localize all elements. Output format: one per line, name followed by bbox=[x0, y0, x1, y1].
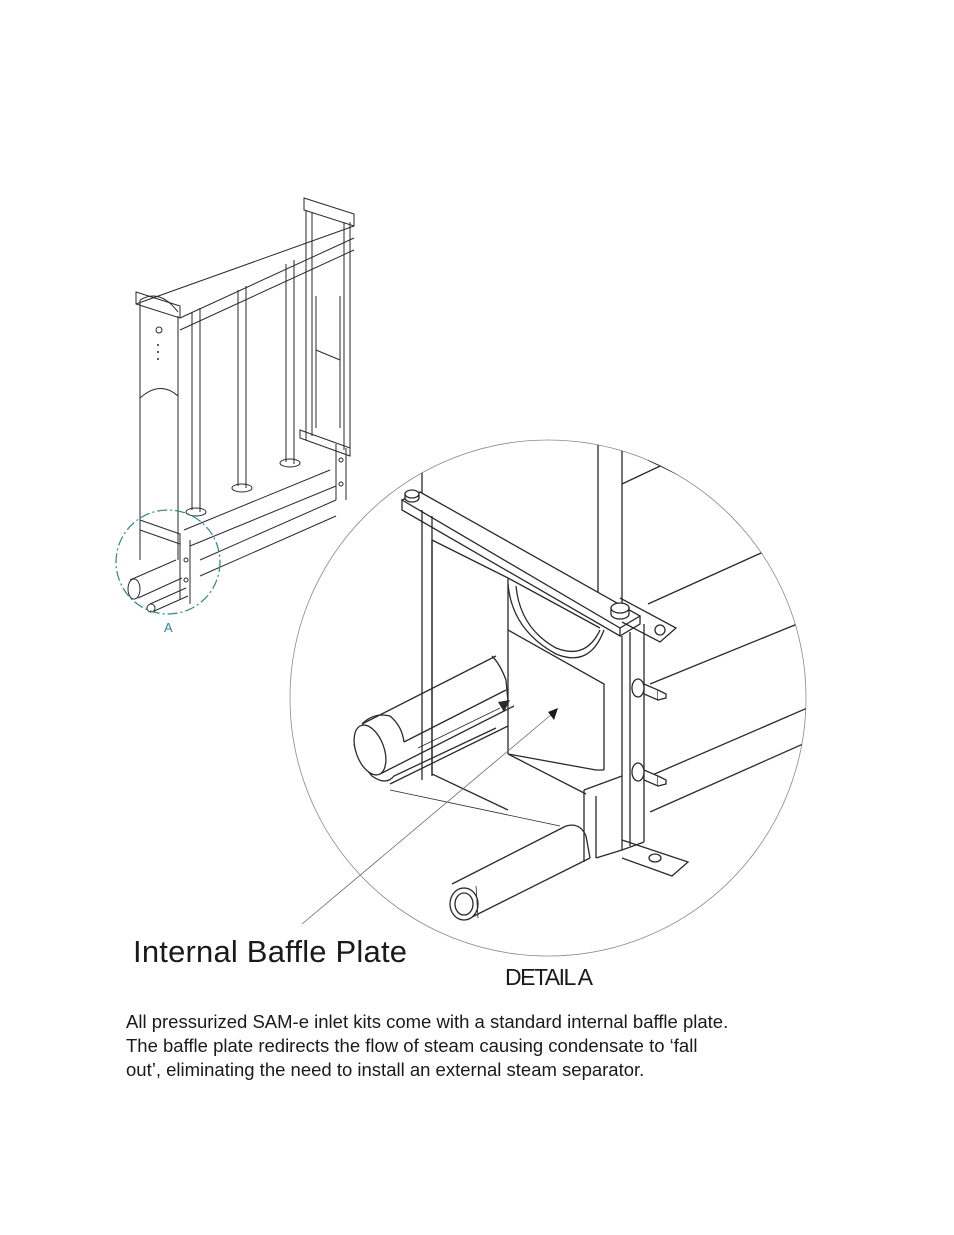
baffle-arrowhead bbox=[548, 708, 558, 720]
detail-a-view bbox=[289, 439, 807, 957]
description-line-3: out’, eliminating the need to install an… bbox=[126, 1059, 645, 1080]
detail-marker-circle bbox=[115, 509, 221, 615]
detail-circle-outline bbox=[289, 439, 807, 957]
description-text: All pressurized SAM-e inlet kits come wi… bbox=[126, 1010, 826, 1082]
baffle-arrow-line bbox=[301, 713, 553, 925]
baffle-plate-callout: Internal Baffle Plate bbox=[133, 934, 408, 969]
description-line-1: All pressurized SAM-e inlet kits come wi… bbox=[126, 1011, 729, 1032]
overview-assembly bbox=[127, 197, 355, 613]
detail-marker-label: A bbox=[164, 620, 173, 635]
description-line-2: The baffle plate redirects the flow of s… bbox=[126, 1035, 698, 1056]
detail-a-title: DETAIL A bbox=[505, 964, 593, 990]
